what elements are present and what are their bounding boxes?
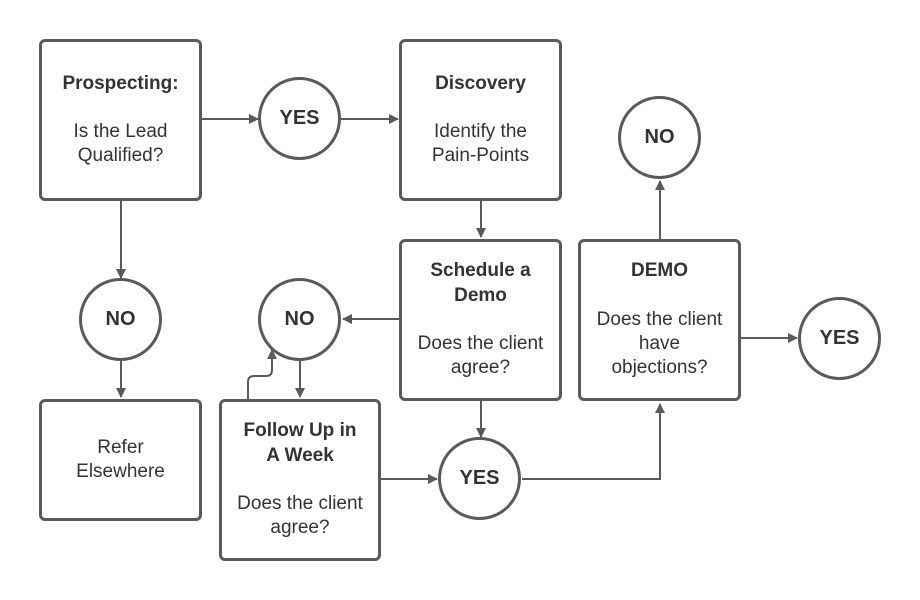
prospecting-question-line-2: Qualified?	[77, 145, 164, 167]
prospecting-title: Prospecting:	[62, 72, 179, 94]
schedule-demo-question-line-1: Does the client	[417, 333, 544, 354]
follow-up-question-line-1: Does the client	[237, 493, 363, 514]
discovery-text-line-1: Identify the	[434, 120, 527, 142]
no-circle-middle-label: NO	[284, 307, 315, 330]
yes-circle-bottom: YES	[438, 437, 521, 520]
yes-circle-right: YES	[798, 297, 881, 380]
demo-question-line-2: have	[638, 333, 681, 354]
follow-up-box: Follow Up in A Week Does the client agre…	[219, 399, 381, 561]
demo-box: DEMO Does the client have objections?	[578, 239, 741, 401]
demo-title: DEMO	[631, 260, 688, 282]
yes-circle-top-label: YES	[279, 106, 320, 129]
yes-circle-top: YES	[258, 77, 341, 160]
no-circle-left-label: NO	[105, 307, 136, 330]
refer-box: Refer Elsewhere	[39, 399, 202, 521]
yes-circle-right-label: YES	[819, 326, 860, 349]
yes-circle-bottom-label: YES	[459, 466, 500, 489]
follow-up-question-line-2: agree?	[270, 517, 330, 539]
prospecting-question-line-1: Is the Lead	[73, 120, 168, 142]
follow-up-title-line-2: A Week	[266, 444, 334, 466]
no-circle-top-right: NO	[618, 96, 701, 179]
no-circle-left: NO	[79, 278, 162, 361]
schedule-demo-title-line-2: Demo	[454, 284, 507, 306]
no-circle-top-right-label: NO	[644, 125, 675, 148]
arrow-followup-to-no	[247, 349, 277, 399]
schedule-demo-question-line-2: agree?	[450, 357, 511, 379]
schedule-demo-title-line-1: Schedule a	[430, 260, 531, 282]
schedule-demo-box: Schedule a Demo Does the client agree?	[399, 239, 562, 401]
demo-question-line-3: objections?	[611, 357, 708, 379]
discovery-box: Discovery Identify the Pain-Points	[399, 39, 562, 201]
demo-question-line-1: Does the client	[596, 308, 723, 330]
discovery-text-line-2: Pain-Points	[431, 145, 530, 167]
refer-text-line-1: Refer	[97, 436, 144, 458]
discovery-title: Discovery	[435, 72, 526, 94]
refer-text-line-2: Elsewhere	[76, 461, 165, 482]
prospecting-box: Prospecting: Is the Lead Qualified?	[39, 39, 202, 201]
arrow-yes-to-demo	[522, 403, 665, 480]
follow-up-title-line-1: Follow Up in	[243, 420, 357, 442]
no-circle-middle: NO	[258, 278, 341, 361]
